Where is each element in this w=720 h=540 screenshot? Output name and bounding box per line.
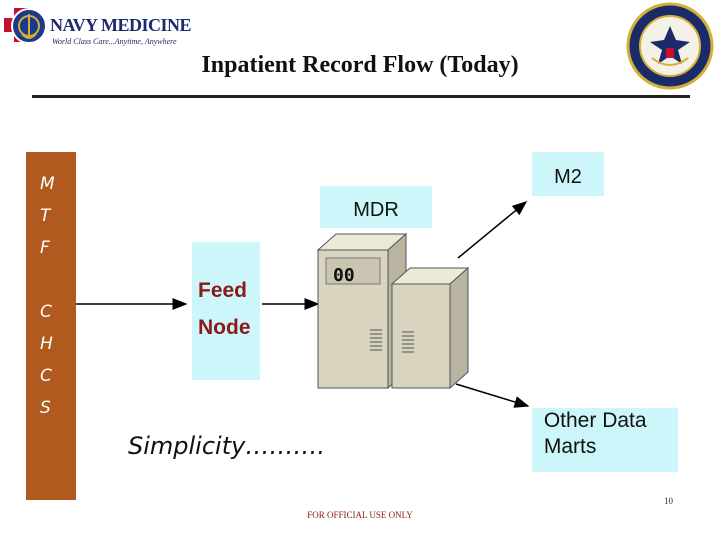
mtf-letter: H <box>40 334 53 354</box>
classification-footer: FOR OFFICIAL USE ONLY <box>307 510 413 520</box>
other-data-marts-label: Other Data Marts <box>543 409 647 458</box>
feed-node-box <box>192 242 260 380</box>
logo-tagline: World Class Care...Anytime, Anywhere <box>52 37 177 46</box>
mdr-label: MDR <box>353 199 399 221</box>
feed-node-line2: Node <box>198 316 251 339</box>
mdr-to-m2-arrow <box>457 201 528 259</box>
mtf-letter: C <box>40 366 52 386</box>
page-title: Inpatient Record Flow (Today) <box>201 52 519 78</box>
navy-medicine-logo <box>2 4 152 54</box>
title-divider <box>32 95 690 98</box>
mdr-to-other-marts-arrow <box>455 383 530 408</box>
mtf-letter: C <box>40 302 52 322</box>
mdr-box <box>320 186 432 228</box>
navy-department-seal-icon <box>626 2 714 90</box>
simplicity-caption: Simplicity………. <box>128 432 325 460</box>
mtf-letter: F <box>40 238 50 258</box>
m2-box <box>532 152 604 196</box>
navy-medicine-emblem-icon <box>4 8 47 44</box>
mdr-server-icon: 00 <box>316 232 470 390</box>
m2-label: M2 <box>554 166 582 188</box>
logo-title: NAVY MEDICINE <box>50 15 192 35</box>
feed-node-line1: Feed <box>198 279 248 302</box>
mtf-letter: M <box>40 174 55 194</box>
server-display-text: 00 <box>333 265 355 286</box>
mtf-letter: T <box>40 206 51 226</box>
mtf-letter: S <box>40 398 51 418</box>
other-data-marts-box <box>532 408 678 472</box>
mtf-chcs-bar: M T F C H C S <box>26 152 76 500</box>
page-number: 10 <box>664 496 673 506</box>
feed-node-label: Feed Node <box>198 272 251 346</box>
